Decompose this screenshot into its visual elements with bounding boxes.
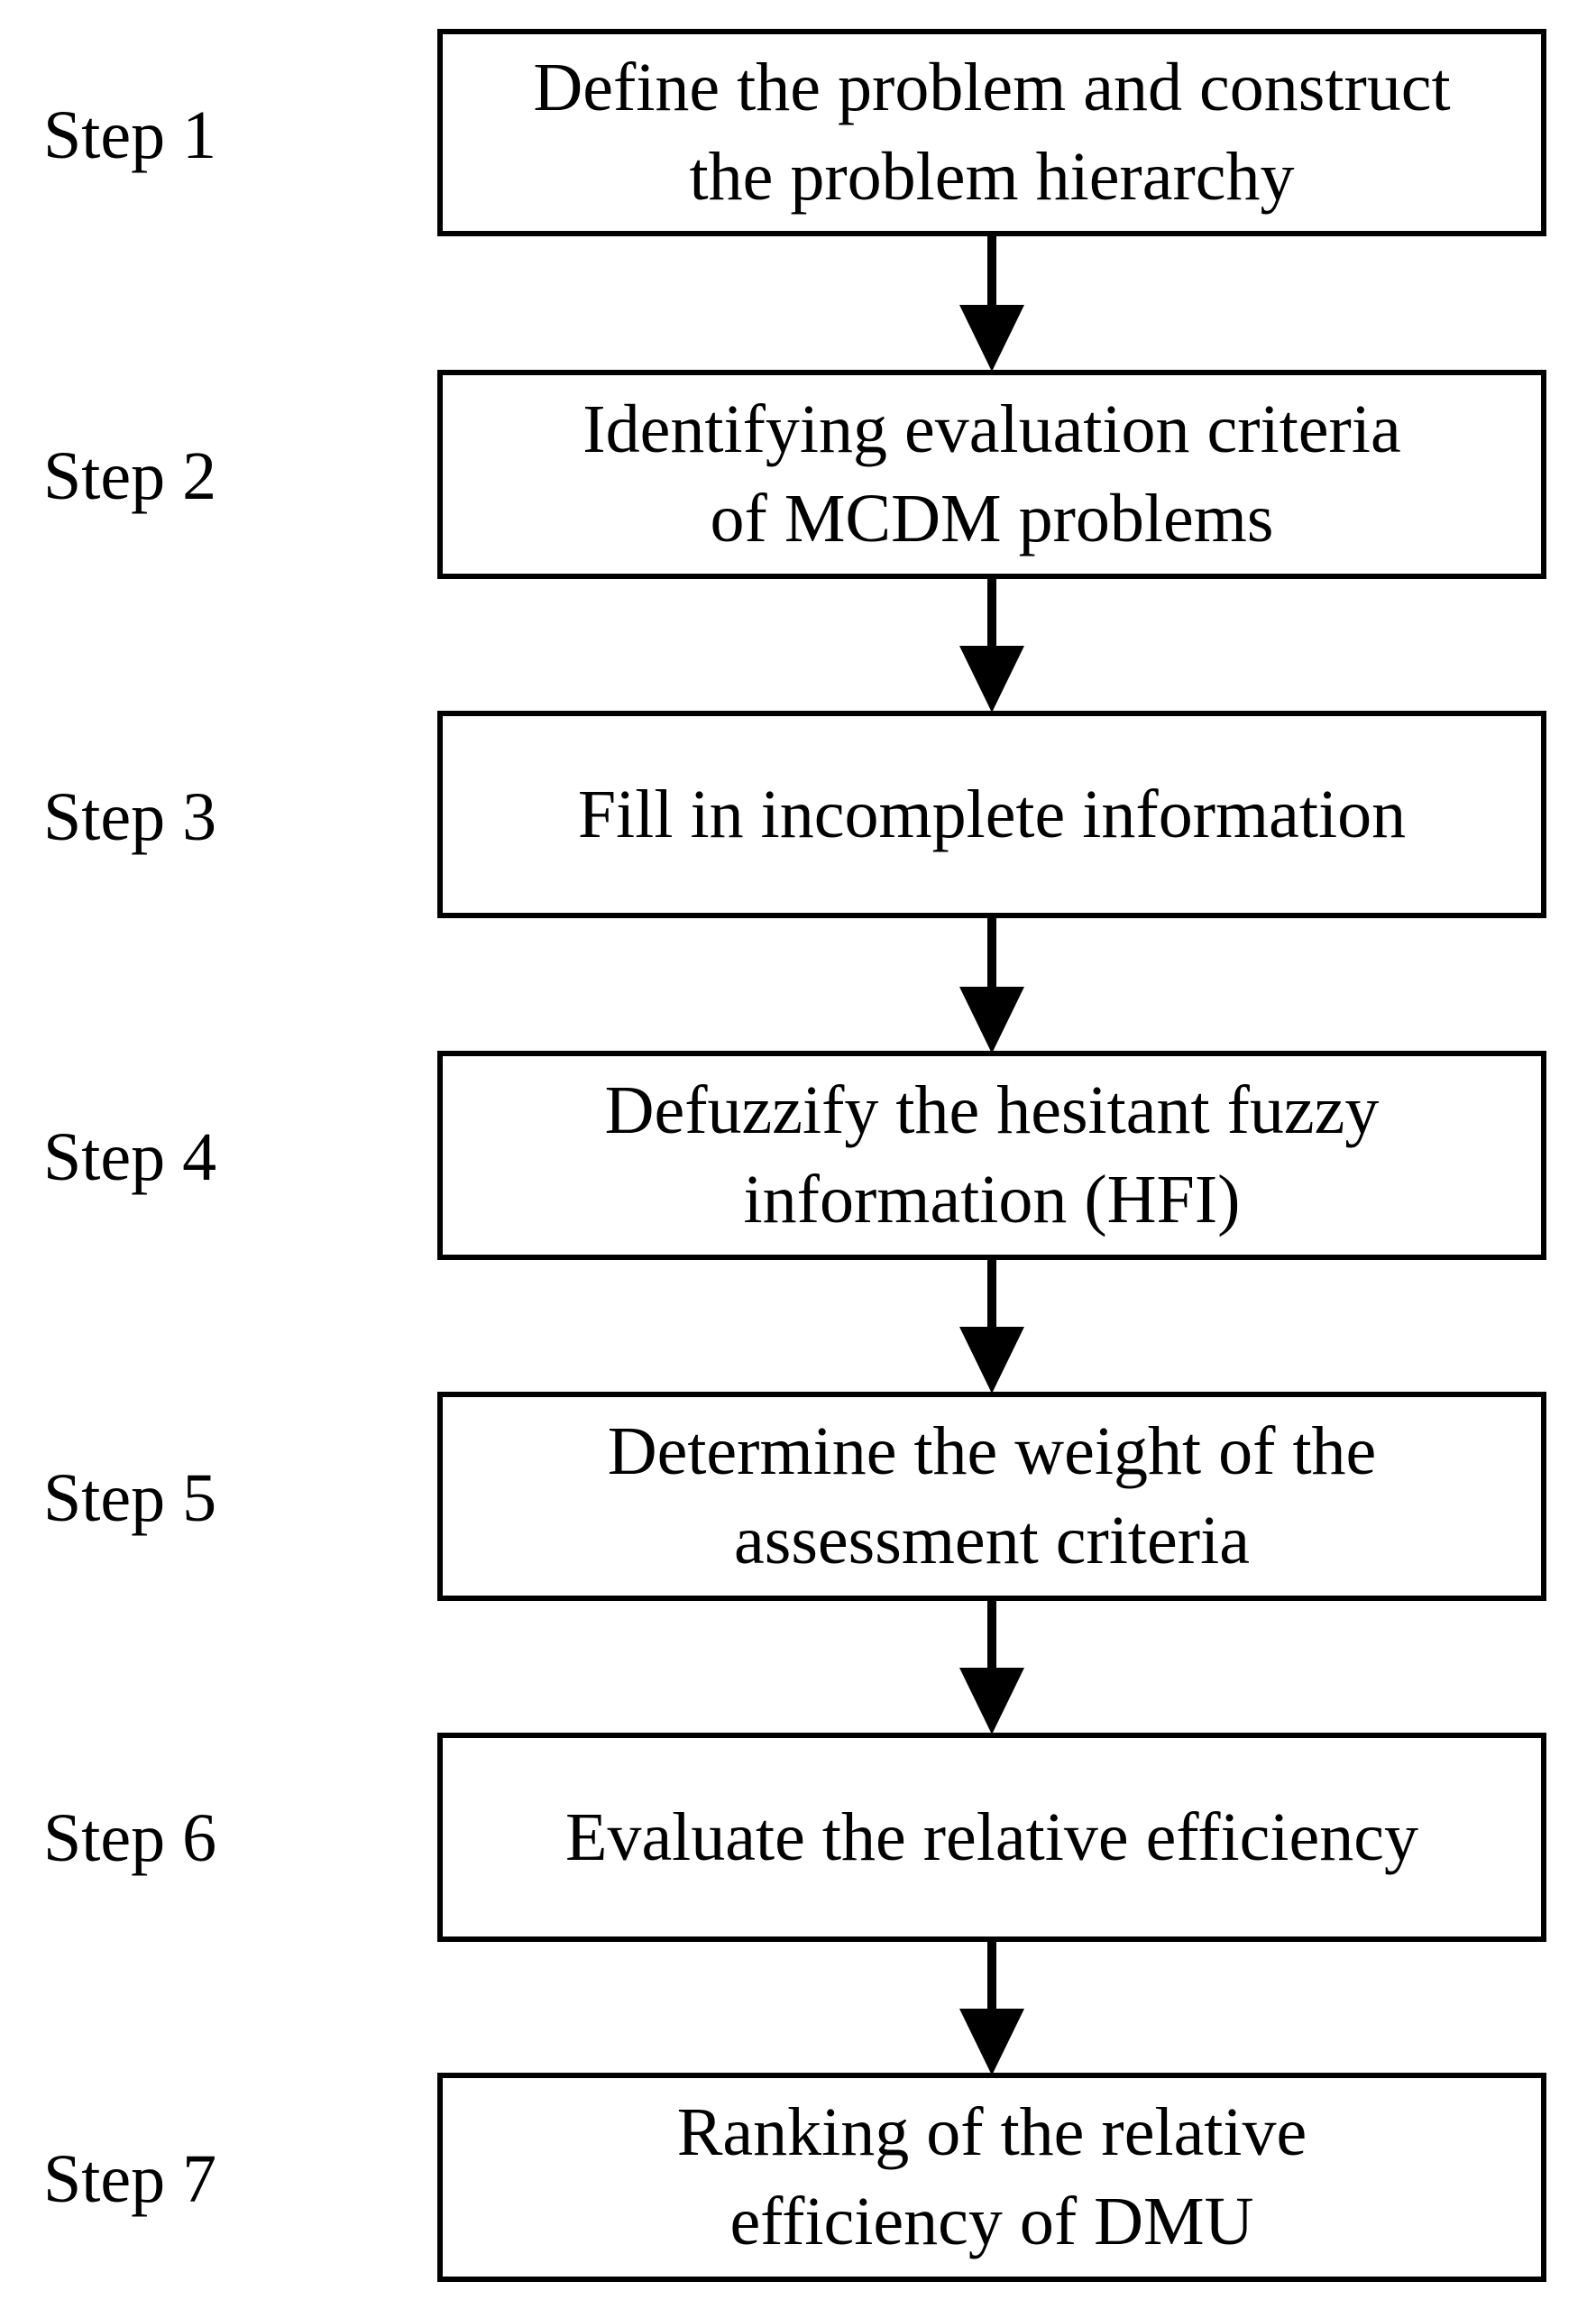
- arrow-4-to-5: [959, 1260, 1024, 1394]
- step-label-7: Step 7: [43, 2141, 217, 2217]
- step-box-7: Ranking of the relative efficiency of DM…: [437, 2073, 1546, 2282]
- step-label-4: Step 4: [43, 1119, 217, 1195]
- step-box-1: Define the problem and construct the pro…: [437, 29, 1546, 236]
- step-box-3: Fill in incomplete information: [437, 711, 1546, 918]
- step-text-3: Fill in incomplete information: [577, 776, 1407, 852]
- step-box-2: Identifying evaluation criteria of MCDM …: [437, 370, 1546, 579]
- step-label-2: Step 2: [43, 438, 217, 514]
- step-label-1: Step 1: [43, 97, 217, 173]
- step-text-7: Ranking of the relative efficiency of DM…: [676, 2094, 1307, 2259]
- arrow-1-to-2: [959, 236, 1024, 372]
- step-box-5: Determine the weight of the assessment c…: [437, 1392, 1546, 1601]
- arrow-6-to-7: [959, 1942, 1024, 2075]
- step-text-4: Defuzzify the hesitant fuzzy information…: [604, 1072, 1380, 1237]
- step-box-4: Defuzzify the hesitant fuzzy information…: [437, 1051, 1546, 1260]
- step-box-6: Evaluate the relative efficiency: [437, 1733, 1546, 1942]
- arrow-5-to-6: [959, 1601, 1024, 1734]
- step-label-3: Step 3: [43, 779, 217, 855]
- arrow-3-to-4: [959, 918, 1024, 1053]
- step-text-5: Determine the weight of the assessment c…: [607, 1413, 1377, 1578]
- step-label-5: Step 5: [43, 1460, 217, 1536]
- step-text-2: Identifying evaluation criteria of MCDM …: [582, 391, 1401, 557]
- step-label-6: Step 6: [43, 1800, 217, 1876]
- step-text-6: Evaluate the relative efficiency: [565, 1798, 1418, 1875]
- arrow-2-to-3: [959, 579, 1024, 713]
- step-text-1: Define the problem and construct the pro…: [533, 50, 1451, 215]
